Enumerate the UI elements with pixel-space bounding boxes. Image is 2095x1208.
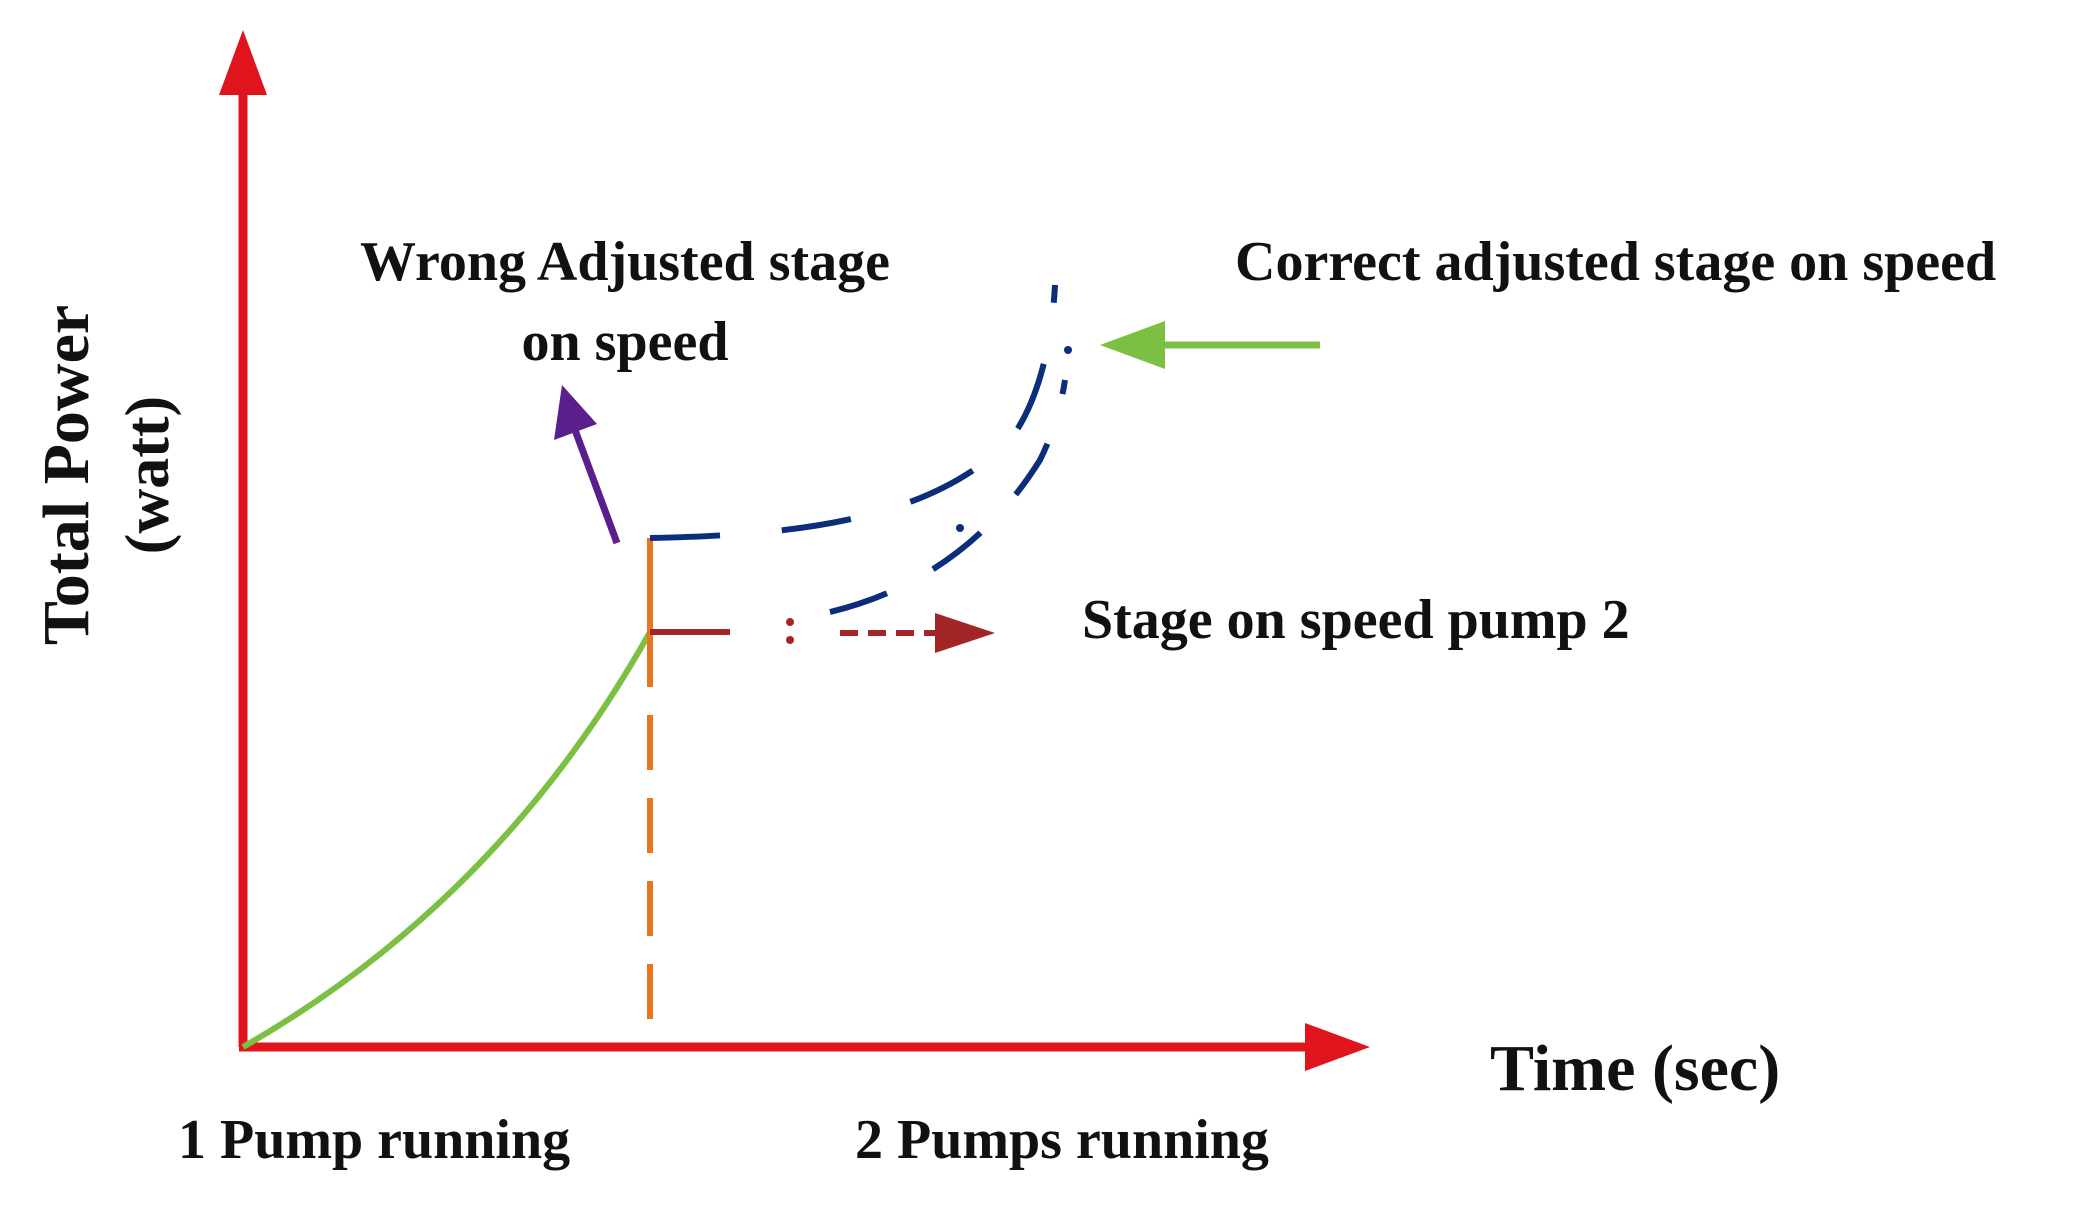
x-axis-label: Time (sec) bbox=[1490, 1032, 1780, 1105]
stage-pump2-dot bbox=[786, 618, 794, 626]
wrong-stage-pointer-arrowhead bbox=[554, 385, 597, 440]
stage-pump2-arrowhead bbox=[935, 613, 995, 653]
y-axis-label-line2: (watt) bbox=[114, 396, 182, 554]
wrong-stage-annotation-line2: on speed bbox=[522, 311, 729, 373]
stage-curve-dot bbox=[956, 524, 964, 532]
two-pumps-running-label: 2 Pumps running bbox=[855, 1109, 1269, 1171]
y-axis-label-line1: Total Power bbox=[30, 305, 103, 645]
correct-stage-annotation: Correct adjusted stage on speed bbox=[1235, 231, 1996, 293]
wrong-stage-pointer-shaft bbox=[571, 428, 621, 545]
correct-adjusted-stage-curve bbox=[829, 379, 1068, 615]
x-axis-arrowhead bbox=[1305, 1023, 1370, 1071]
one-pump-running-label: 1 Pump running bbox=[178, 1109, 570, 1171]
stage-curve-dot bbox=[1064, 346, 1072, 354]
correct-stage-pointer-arrowhead bbox=[1100, 321, 1165, 369]
single-pump-curve bbox=[241, 630, 653, 1050]
wrong-stage-annotation-line1: Wrong Adjusted stage bbox=[360, 231, 890, 293]
stage-pump2-annotation: Stage on speed pump 2 bbox=[1082, 589, 1630, 651]
stage-pump2-dot bbox=[786, 636, 794, 644]
y-axis-arrowhead bbox=[219, 30, 267, 95]
